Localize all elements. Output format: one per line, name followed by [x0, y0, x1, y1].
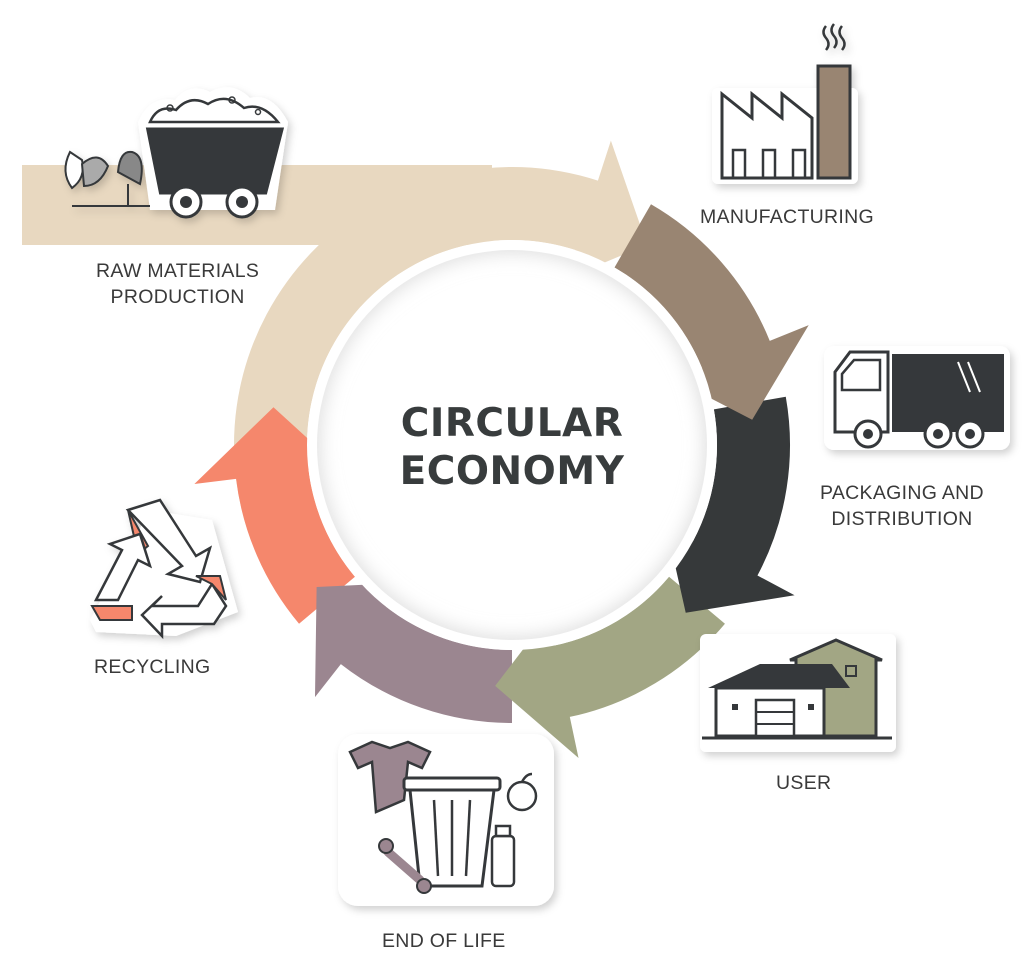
- stage-label-line: END OF LIFE: [382, 930, 506, 952]
- stage-label-line: PACKAGING AND: [820, 482, 984, 504]
- stage-label-end-of-life: END OF LIFE: [382, 928, 506, 954]
- ring-segment-manufacturing: [614, 204, 809, 420]
- stage-label-line: USER: [776, 772, 832, 794]
- ring-segment-raw-materials: [234, 140, 648, 541]
- stage-label-user: USER: [776, 770, 831, 796]
- stage-label-line: PRODUCTION: [110, 286, 245, 308]
- house-icon: [700, 634, 896, 752]
- stage-label-line: RAW MATERIALS: [96, 260, 260, 282]
- stage-label-recycling: RECYCLING: [94, 654, 210, 680]
- diagram-title-line-2: ECONOMY: [399, 449, 625, 494]
- stage-label-packaging: PACKAGING AND DISTRIBUTION: [820, 480, 984, 532]
- recycle-icon: [90, 498, 238, 640]
- ring-segment-packaging: [666, 396, 795, 613]
- stage-label-line: RECYCLING: [94, 656, 211, 678]
- stage-label-raw-materials: RAW MATERIALS PRODUCTION: [96, 258, 259, 310]
- inner-disk: [307, 240, 717, 650]
- stage-label-line: DISTRIBUTION: [831, 508, 973, 530]
- diagram-title-line-1: CIRCULAR: [400, 401, 624, 446]
- delivery-truck-icon: [824, 346, 1010, 450]
- ring-segment-user: [495, 576, 725, 759]
- stage-label-manufacturing: MANUFACTURING: [700, 204, 874, 230]
- mine-cart-icon: [64, 87, 288, 219]
- trash-bin-icon: [338, 734, 554, 906]
- stage-label-line: MANUFACTURING: [700, 206, 874, 228]
- ring-segment-end-of-life: [314, 582, 512, 723]
- factory-icon: [712, 23, 858, 184]
